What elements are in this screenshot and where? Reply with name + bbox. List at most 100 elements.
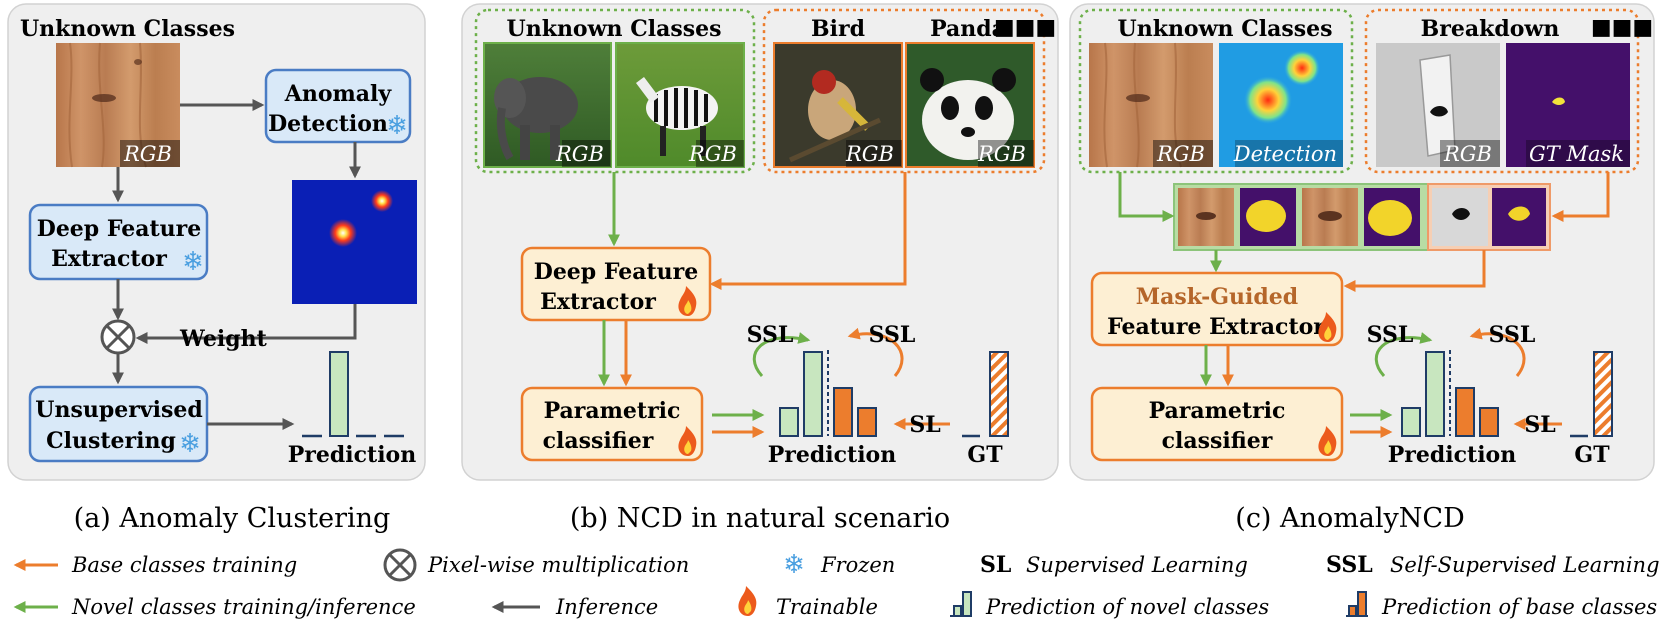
mask-guided-label: Mask-Guided <box>1136 284 1298 310</box>
base-bars-icon <box>1346 591 1368 617</box>
anomaly-detection-box <box>264 68 412 144</box>
flame-icon <box>1318 426 1337 456</box>
legend-ssl-abbr: SSL <box>1326 552 1373 578</box>
prediction-bars-b <box>779 350 877 437</box>
legend-trainable: Trainable <box>776 595 878 619</box>
more-icon: ■■■ <box>1591 14 1653 40</box>
rgb-label: RGB <box>1443 142 1492 166</box>
prediction-bar <box>1401 407 1421 437</box>
snowflake-icon: ❄ <box>783 550 805 580</box>
rgb-label: RGB <box>123 142 172 166</box>
ground-truth-bars-c <box>1570 351 1613 438</box>
prediction-bars-a <box>302 351 404 438</box>
novel-bars-icon <box>950 591 972 617</box>
prediction-bar <box>803 351 823 437</box>
unknown-classes-header-c: Unknown Classes <box>1118 16 1333 42</box>
rgb-label: RGB <box>845 142 894 166</box>
deep-feature-label-1: Deep Feature <box>37 216 202 242</box>
rgb-label: RGB <box>1156 142 1205 166</box>
anomaly-map-a <box>292 180 417 304</box>
gt-label-c: GT <box>1574 442 1610 468</box>
thumbnail-strip <box>1173 183 1551 251</box>
classifier-label-b2: classifier <box>543 428 654 454</box>
arrow-map-to-mult <box>135 304 357 344</box>
snowflake-icon: ❄ <box>179 429 201 459</box>
legend-ssl-desc: Self-Supervised Learning <box>1390 553 1660 577</box>
arrow-base-to-strip-c <box>1551 172 1610 222</box>
ssl-label-c1: SSL <box>1367 322 1414 348</box>
prediction-bar <box>1479 407 1499 437</box>
more-icon: ■■■ <box>994 14 1056 40</box>
prediction-label-c: Prediction <box>1388 442 1516 468</box>
base-classes-group-c <box>1364 8 1640 174</box>
wood-image-c: RGB <box>1089 42 1213 168</box>
unknown-classes-header-b: Unknown Classes <box>507 16 722 42</box>
prediction-bar <box>1455 387 1475 437</box>
caption-c: (c) AnomalyNCD <box>1235 503 1464 534</box>
sl-label-c: SL <box>1524 412 1555 438</box>
ssl-label-b1: SSL <box>747 322 794 348</box>
detection-label: Detection <box>1233 142 1337 166</box>
parametric-classifier-box-c <box>1090 386 1344 462</box>
gt-mask-label: GT Mask <box>1529 142 1624 166</box>
prediction-bar <box>779 407 799 437</box>
ssl-arrow-orange-c <box>1469 327 1526 377</box>
classifier-label-c1: Parametric <box>1149 398 1286 424</box>
prediction-bar <box>329 351 349 437</box>
flame-icon <box>678 286 697 316</box>
legend-frozen: Frozen <box>820 553 895 577</box>
clustering-label-1: Unsupervised <box>35 397 202 423</box>
panda-image: RGB <box>905 42 1035 168</box>
panda-label: Panda <box>930 16 1006 42</box>
rgb-label: RGB <box>688 142 737 166</box>
legend-base-training: Base classes training <box>71 553 297 577</box>
bird-image: RGB <box>773 42 903 168</box>
elephant-image: RGB <box>483 42 612 168</box>
gt-bar <box>1593 351 1613 437</box>
ssl-label-c2: SSL <box>1489 322 1536 348</box>
caption-b: (b) NCD in natural scenario <box>570 503 950 534</box>
gt-label-b: GT <box>967 442 1003 468</box>
pixel-multiplication-icon <box>383 548 417 582</box>
prediction-label-b: Prediction <box>768 442 896 468</box>
ssl-arrow-green-b <box>752 332 811 378</box>
flame-icon <box>738 586 757 616</box>
breakdown-rgb-image: RGB <box>1376 43 1500 167</box>
unknown-classes-group-c <box>1078 8 1354 174</box>
legend-pred-base: Prediction of base classes <box>1381 595 1657 619</box>
ssl-arrow-orange-b <box>847 327 904 377</box>
feature-extractor-label-c: Feature Extractor <box>1107 314 1325 340</box>
bird-label: Bird <box>811 16 865 42</box>
weight-label: Weight <box>179 326 268 352</box>
legend-novel-training: Novel classes training/inference <box>71 595 416 619</box>
rgb-label: RGB <box>977 142 1026 166</box>
classifier-label-b1: Parametric <box>544 398 681 424</box>
anomaly-detection-label-1: Anomaly <box>284 81 393 107</box>
prediction-bar <box>833 387 853 437</box>
flame-icon <box>1318 312 1337 342</box>
sl-label-b: SL <box>909 412 940 438</box>
parametric-classifier-box-b <box>520 386 704 462</box>
legend-inference: Inference <box>555 595 658 619</box>
ssl-arrow-green-c <box>1374 332 1433 378</box>
pixel-multiplication-icon <box>100 319 136 355</box>
ground-truth-bars-b <box>962 351 1009 438</box>
prediction-bar <box>1425 351 1445 437</box>
caption-a: (a) Anomaly Clustering <box>74 503 391 534</box>
gt-mask-image: GT Mask <box>1506 43 1630 167</box>
snowflake-icon: ❄ <box>182 247 204 277</box>
legend: Base classes training Pixel-wise multipl… <box>13 548 1660 619</box>
deep-feature-label-2: Extractor <box>51 246 167 272</box>
ssl-label-b2: SSL <box>869 322 916 348</box>
legend-pixel-mult: Pixel-wise multiplication <box>427 553 689 577</box>
deep-feature-label-b1: Deep Feature <box>534 259 699 285</box>
snowflake-icon: ❄ <box>386 111 408 141</box>
arrow-base-to-extractor-b <box>709 172 907 290</box>
base-classes-group-b <box>762 8 1046 174</box>
detection-heatmap-c: Detection <box>1219 43 1343 167</box>
legend-pred-novel: Prediction of novel classes <box>985 595 1269 619</box>
legend-sl-desc: Supervised Learning <box>1026 553 1248 577</box>
flame-icon <box>678 426 697 456</box>
panel-a-header: Unknown Classes <box>20 16 235 42</box>
